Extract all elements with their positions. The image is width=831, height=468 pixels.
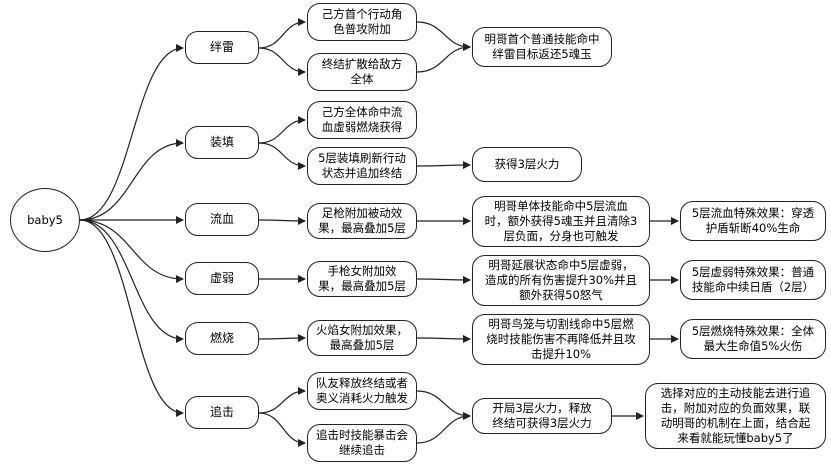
- node-burn-source: 火焰女附加效果， 最高叠加5层: [307, 320, 417, 356]
- category-weak: 虚弱: [185, 262, 259, 295]
- category-bangle: 绊雷: [185, 31, 259, 64]
- edge-c6-a: [258, 387, 306, 414]
- node-reload-refresh: 5层装填刷新行动 状态并追加终结: [307, 147, 417, 185]
- node-burn-special: 5层燃烧特殊效果：全体 最大生命值5%火伤: [680, 319, 826, 359]
- category-burn: 燃烧: [185, 322, 259, 355]
- node-chase-fire: 开局3层火力，释放 终结可获得3层火力: [472, 398, 612, 434]
- edge-root-cat-6: [79, 219, 184, 417]
- edge-root-cat-2: [79, 139, 184, 221]
- edge-n2b: [416, 161, 471, 170]
- edge-n1b: [416, 43, 471, 73]
- node-weak-effect: 明哥延展状态命中5层虚弱， 造成的所有伤害提升30%并且 额外获得50怒气: [472, 255, 650, 306]
- root-node: baby5: [10, 188, 80, 252]
- node-bleed-source: 足枪附加被动效 果，最高叠加5层: [307, 203, 417, 239]
- node-bleed-special: 5层流血特殊效果：穿透 护盾斩断40%生命: [680, 201, 826, 241]
- category-reload: 装填: [185, 126, 259, 159]
- node-chase-trigger: 队友释放终结或者 奥义消耗火力触发: [307, 372, 417, 410]
- edge-root-cat-5: [79, 219, 184, 343]
- edge-c5-a: [258, 334, 306, 343]
- category-chase: 追击: [185, 396, 259, 429]
- node-weak-special: 5层虚弱特殊效果：普通 技能命中续日盾（2层）: [680, 260, 826, 300]
- node-bangle-first: 己方首个行动角 色普攻附加: [307, 3, 417, 41]
- edge-n4a: [416, 275, 471, 284]
- edge-n5a: [416, 334, 471, 343]
- node-chase-summary: 选择对应的主动技能去进行追 击，附加对应的负面效果，联 动明哥的机制在上面，结合…: [645, 383, 826, 449]
- node-weak-source: 手枪女附加效 果，最高叠加5层: [307, 261, 417, 297]
- edge-n6a: [416, 390, 471, 420]
- edge-root-cat-4: [79, 219, 184, 283]
- edge-c3-a: [258, 216, 306, 225]
- edge-c2-b: [258, 142, 306, 170]
- node-bangle-spread: 终结扩散给敌方 全体: [307, 53, 417, 91]
- category-bleed: 流血: [185, 203, 259, 236]
- node-reload-gain: 己方全体命中流 血虚弱燃烧获得: [307, 101, 417, 139]
- edge-n6b: [416, 412, 471, 444]
- node-reload-fire: 获得3层火力: [472, 147, 582, 182]
- edge-n1a: [416, 21, 471, 51]
- edge-c6-b: [258, 412, 306, 447]
- node-bleed-effect: 明哥单体技能命中5层流血 时，额外获得5魂玉并且清除3 层负面，分身也可触发: [472, 196, 650, 247]
- edge-c1-b: [258, 47, 306, 76]
- node-burn-effect: 明哥鸟笼与切割线命中5层燃 烧时技能伤害不再降低并且攻 击提升10%: [472, 314, 650, 365]
- node-chase-crit: 追击时技能暴击会 继续追击: [307, 424, 417, 462]
- edge-root-cat-1: [79, 44, 184, 221]
- edge-c2-a: [258, 116, 306, 144]
- edge-c1-a: [258, 18, 306, 49]
- node-bangle-effect: 明哥首个普通技能命中 绊雷目标返还5魂玉: [472, 27, 612, 67]
